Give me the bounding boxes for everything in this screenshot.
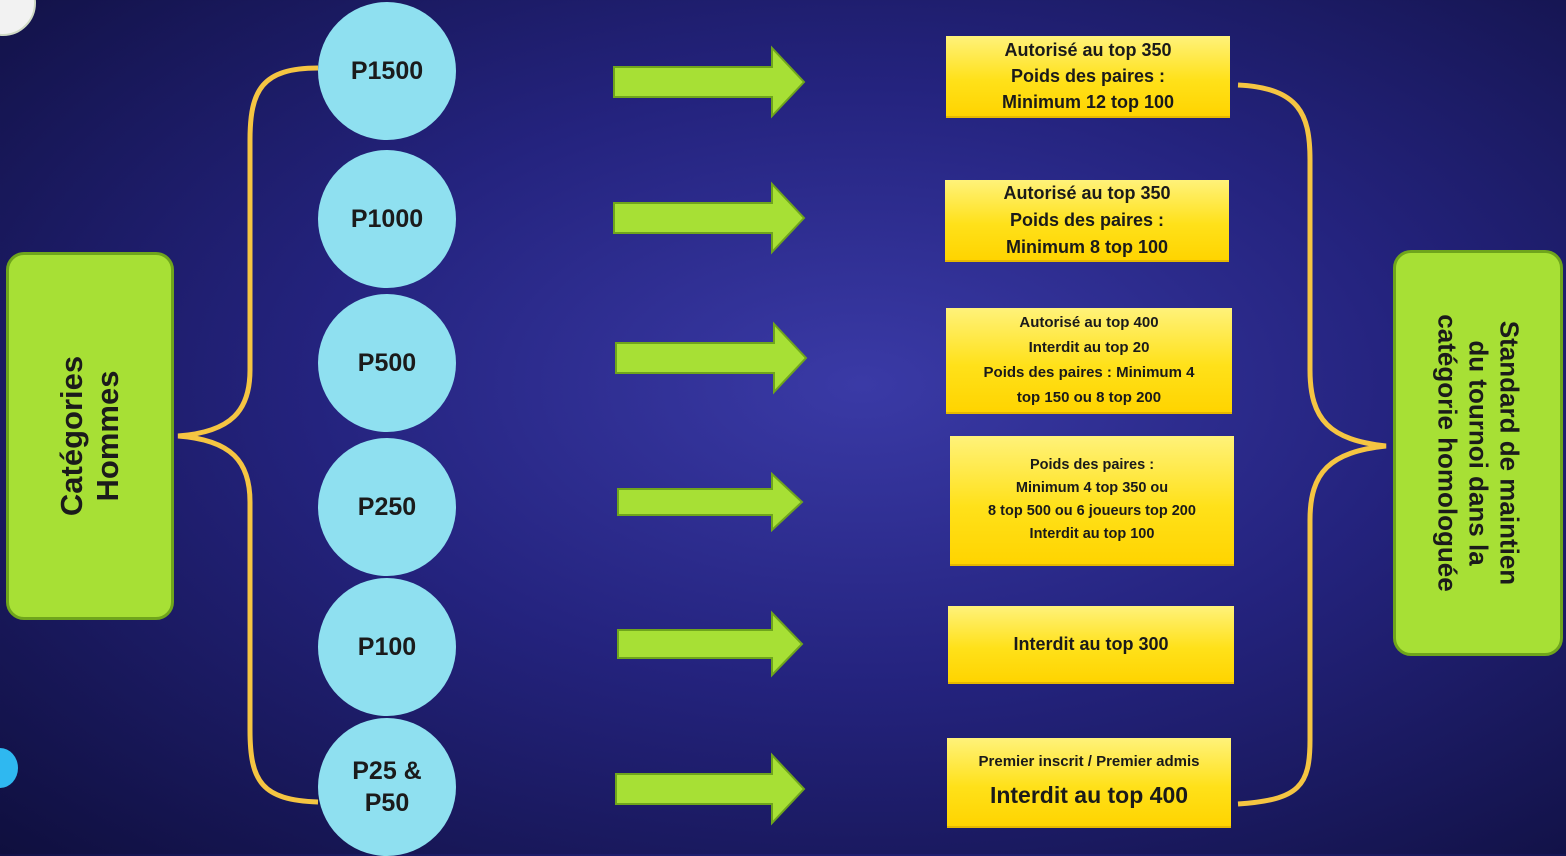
rule-line: Interdit au top 300 [1013,634,1169,654]
rule-line: Poids des paires : [1029,457,1155,473]
rule-line: Autorisé au top 400 [1019,314,1159,331]
category-circle-p100: P100 [318,578,456,716]
category-circle-p250: P250 [318,438,456,576]
category-label: P250 [357,493,417,521]
rule-line: Interdit au top 100 [1029,526,1155,542]
arrow-right-icon [615,752,806,826]
rule-box-p25-p50: Premier inscrit / Premier admis Interdit… [947,738,1231,828]
left-brace [177,65,319,805]
category-men-line-1: Catégories [54,355,89,517]
rule-line: Minimum 8 top 100 [1005,236,1169,257]
rule-box-p100: Interdit au top 300 [948,606,1234,684]
arrow-right-icon [613,181,806,255]
rule-line: top 150 ou 8 top 200 [1016,389,1162,406]
rule-box-p250: Poids des paires : Minimum 4 top 350 ou … [950,436,1234,566]
category-label: P1500 [350,57,424,85]
arrow-right-icon [615,321,808,395]
category-circle-p25-p50: P25 & P50 [318,718,456,856]
rule-line: Interdit au top 20 [1028,339,1150,356]
category-label: P100 [357,633,417,661]
rule-box-p500: Autorisé au top 400 Interdit au top 20 P… [946,308,1232,414]
category-label: P500 [357,349,417,377]
maintenance-standard-line-2: du tournoi dans la [1463,340,1494,566]
maintenance-standard-label: Standard de maintien du tournoi dans la … [1432,314,1525,591]
rule-line: Autorisé au top 350 [1004,40,1172,60]
rule-line: Minimum 12 top 100 [1001,92,1175,112]
rule-line: Minimum 4 top 350 ou [1015,480,1169,496]
category-men-label: Catégories Hommes [54,356,126,516]
maintenance-standard-line-1: Standard de maintien [1494,320,1525,586]
rule-line: Poids des paires : Minimum 4 [983,364,1195,381]
category-circle-p500: P500 [318,294,456,432]
rule-line: 8 top 500 ou 6 joueurs top 200 [988,503,1196,519]
rule-line: Poids des paires : [1010,66,1166,86]
category-label: P1000 [350,205,424,233]
rule-line: Poids des paires : [1009,209,1165,230]
arrow-right-icon [613,45,806,119]
decorative-blue-shape-icon [0,748,18,788]
rule-line: Autorisé au top 350 [1003,182,1171,203]
category-circle-p1500: P1500 [318,2,456,140]
category-label: P25 & P50 [352,757,422,817]
right-brace [1237,82,1387,807]
maintenance-standard-line-3: catégorie homologuée [1432,314,1463,592]
rule-line: Interdit au top 400 [989,782,1189,808]
rule-box-p1000: Autorisé au top 350 Poids des paires : M… [945,180,1229,262]
category-men-box: Catégories Hommes [6,252,174,620]
rule-line: Premier inscrit / Premier admis [978,753,1200,770]
category-circle-p1000: P1000 [318,150,456,288]
arrow-right-icon [617,472,804,532]
rule-box-p1500: Autorisé au top 350 Poids des paires : M… [946,36,1230,118]
category-men-line-2: Hommes [90,370,125,502]
maintenance-standard-box: Standard de maintien du tournoi dans la … [1393,250,1563,656]
arrow-right-icon [617,610,804,678]
